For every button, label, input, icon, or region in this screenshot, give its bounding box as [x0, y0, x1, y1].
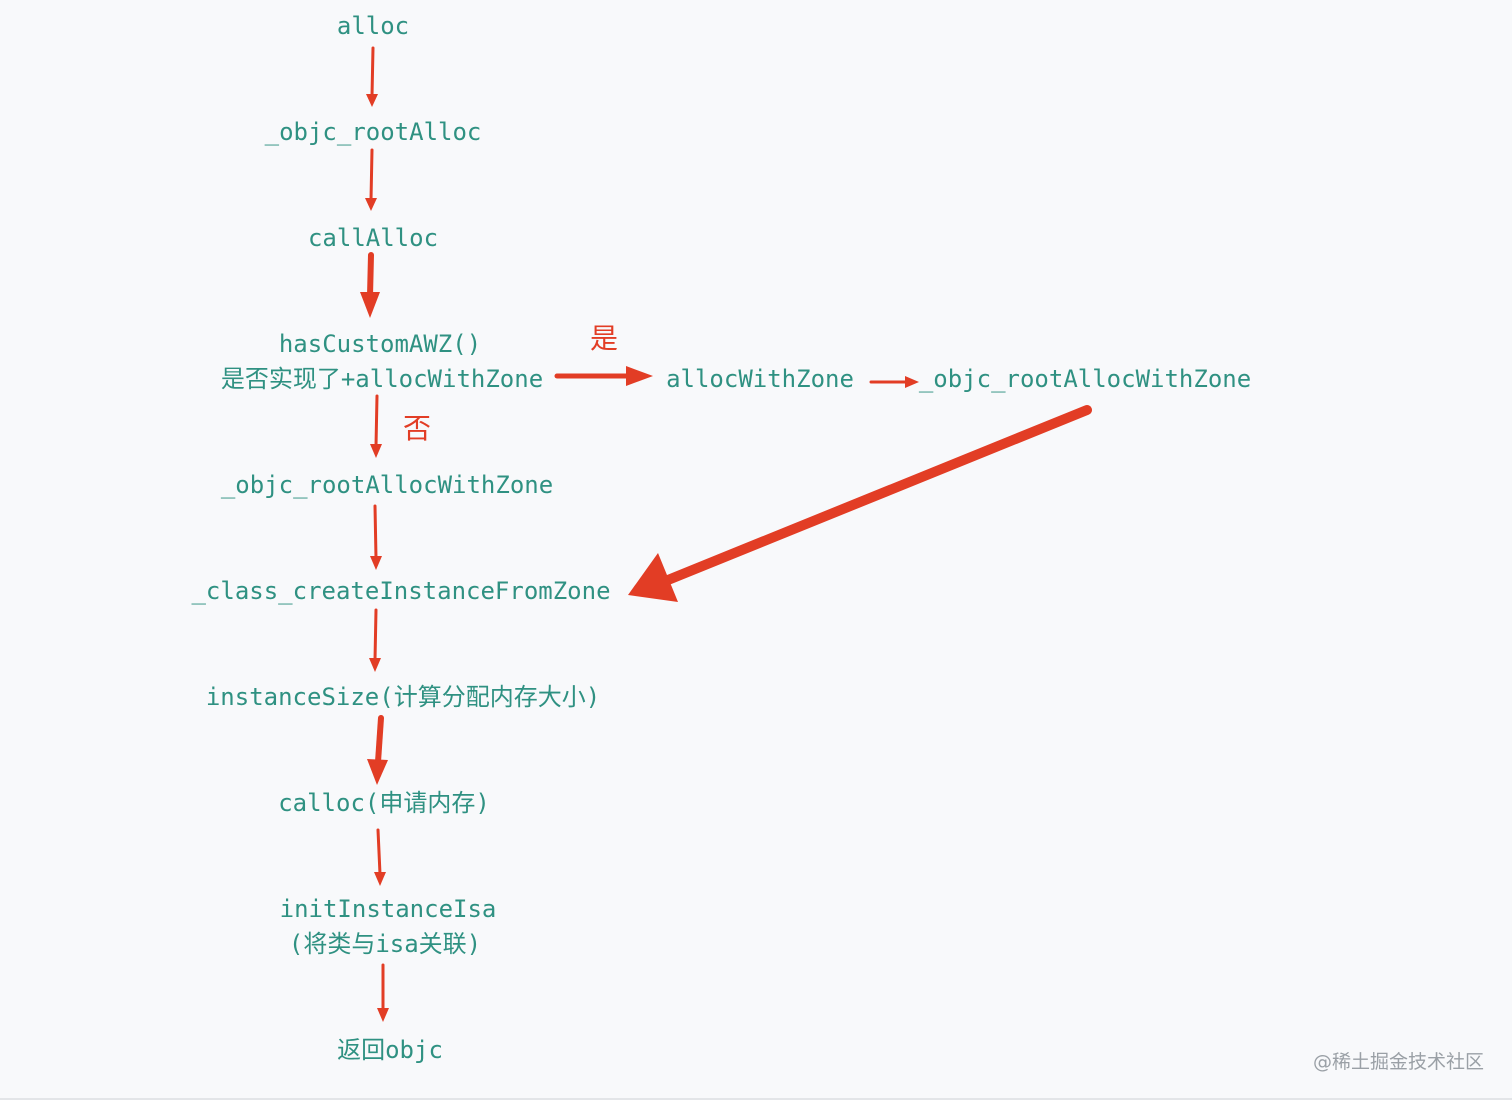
arrowhead-initinstanceisa-to-return: [377, 1008, 389, 1022]
node-init-instance-isa-desc: (将类与isa关联): [288, 930, 482, 958]
arrow-alloc-to-rootalloc: [370, 46, 375, 98]
arrowhead-no-to-rootallocwithzone: [370, 444, 382, 458]
arrowhead-rootalloc-to-callalloc: [365, 198, 377, 211]
node-class-create-instance: _class_createInstanceFromZone: [191, 577, 611, 605]
arrow-rootalloc-to-callalloc: [369, 148, 374, 202]
arrowhead-yes-to-allocwithzone: [626, 366, 653, 386]
node-has-custom-awz-desc: 是否实现了+allocWithZone: [220, 365, 544, 393]
node-instance-size: instanceSize(计算分配内存大小): [205, 683, 601, 711]
node-alloc: alloc: [336, 12, 410, 40]
arrowhead-alloc-to-rootalloc: [366, 94, 378, 107]
arrow-instancesize-to-calloc: [375, 715, 384, 765]
node-call-alloc: callAlloc: [307, 224, 439, 252]
arrowhead-rootallocwithzone-to-createinstance: [628, 553, 678, 602]
node-objc-root-alloc-with-zone: _objc_rootAllocWithZone: [220, 471, 554, 499]
arrow-no-to-rootallocwithzone: [374, 394, 379, 448]
watermark: @稀土掘金技术社区: [1312, 1051, 1484, 1073]
node-has-custom-awz: hasCustomAWZ(): [278, 330, 482, 358]
arrow-rootallocwithzone-to-createinstance: [663, 405, 1092, 585]
arrowhead-calloc-to-initinstanceisa: [374, 872, 386, 886]
node-objc-root-alloc: _objc_rootAlloc: [264, 118, 482, 146]
arrowhead-callalloc-to-hascustomawz: [360, 292, 380, 318]
node-objc-root-alloc-with-zone-right: _objc_rootAllocWithZone: [918, 365, 1252, 393]
arrow-rootallocwithzone-to-createinstance-down: [373, 504, 378, 560]
arrowhead-instancesize-to-calloc: [367, 759, 388, 785]
arrowhead-allocwithzone-to-rootallocwithzone: [905, 376, 919, 388]
branch-label-no: 否: [403, 412, 432, 445]
node-init-instance-isa: initInstanceIsa: [279, 895, 497, 923]
bottom-divider: [0, 1098, 1512, 1100]
node-calloc: calloc(申请内存): [278, 789, 490, 817]
arrowhead-rootallocwithzone-to-createinstance-down: [370, 556, 382, 570]
arrow-calloc-to-initinstanceisa: [376, 828, 382, 876]
arrow-callalloc-to-hascustomawz: [367, 252, 374, 299]
arrow-createinstance-to-instancesize: [373, 608, 378, 662]
branch-label-yes: 是: [590, 322, 619, 355]
node-return-objc: 返回objc: [337, 1036, 443, 1064]
node-alloc-with-zone: allocWithZone: [666, 365, 854, 393]
arrowhead-createinstance-to-instancesize: [369, 658, 381, 672]
